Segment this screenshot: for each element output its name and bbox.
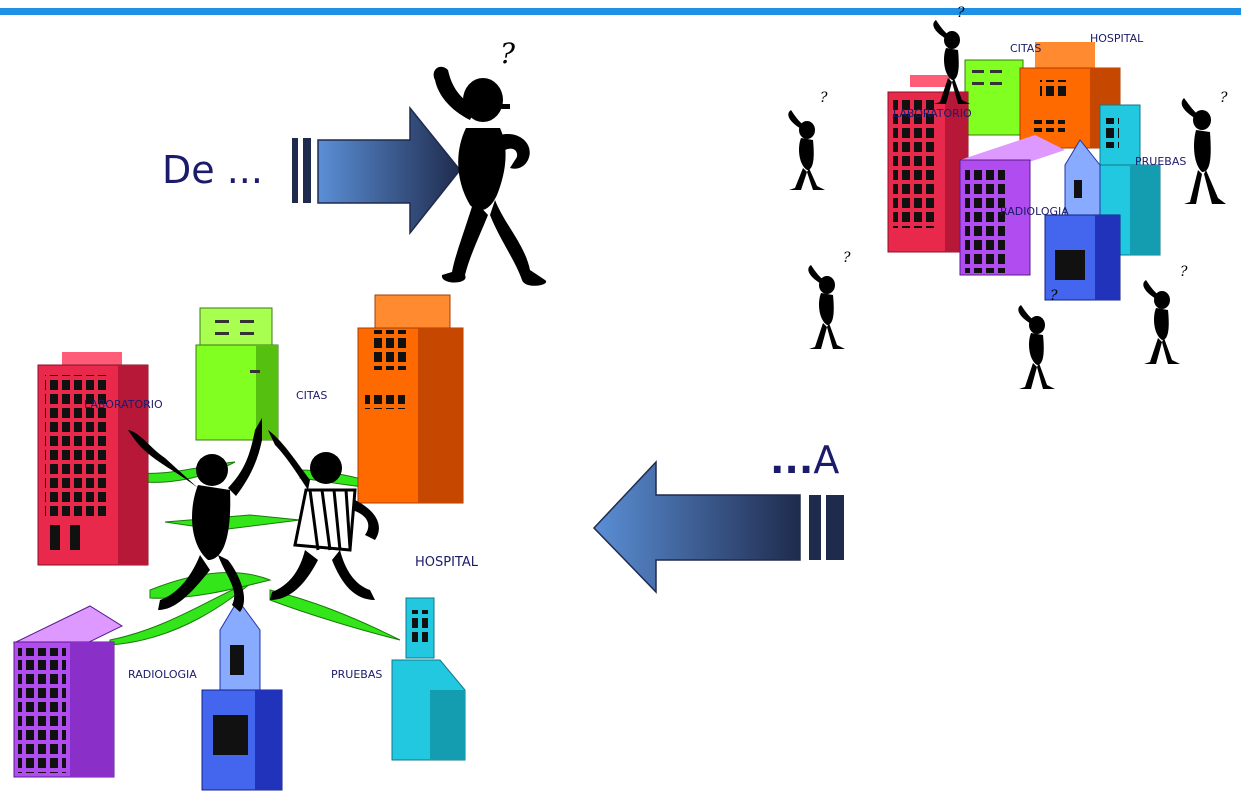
bottom-label-citas: CITAS [296,389,328,402]
question-mark-6: ? [1050,288,1058,304]
question-mark-5: ? [1180,264,1188,280]
top-accent-bar [0,8,1241,15]
top-label-radiologia: RADIOLOGIA [1000,205,1069,218]
bottom-label-pruebas: PRUEBAS [331,668,383,681]
arrow-left [592,460,844,594]
bottom-city [12,294,466,791]
to-label-letter: A [813,438,840,482]
top-label-citas: CITAS [1010,42,1042,55]
question-marks: ? ? ? ? ? ? ? [500,5,1228,304]
question-mark-3: ? [1220,90,1228,106]
top-label-pruebas: PRUEBAS [1135,155,1187,168]
bottom-label-laboratorio: LABORATORIO [84,398,163,411]
question-mark-1: ? [957,5,965,21]
to-label-ellipsis: ... [770,438,814,482]
arrow-right [292,105,461,236]
small-confused-figures [788,20,1226,389]
question-mark-4: ? [843,250,851,266]
from-label: De ... [162,148,263,192]
question-mark-2: ? [820,90,828,106]
confused-figure [433,66,547,286]
top-label-laboratorio: LABORATORIO [893,107,972,120]
top-city [887,42,1161,301]
bottom-label-radiologia: RADIOLOGIA [128,668,197,681]
question-mark-big: ? [500,37,516,70]
top-label-hospital: HOSPITAL [1090,32,1144,45]
to-label: ...A [770,438,839,482]
bottom-label-hospital: HOSPITAL [415,555,479,570]
